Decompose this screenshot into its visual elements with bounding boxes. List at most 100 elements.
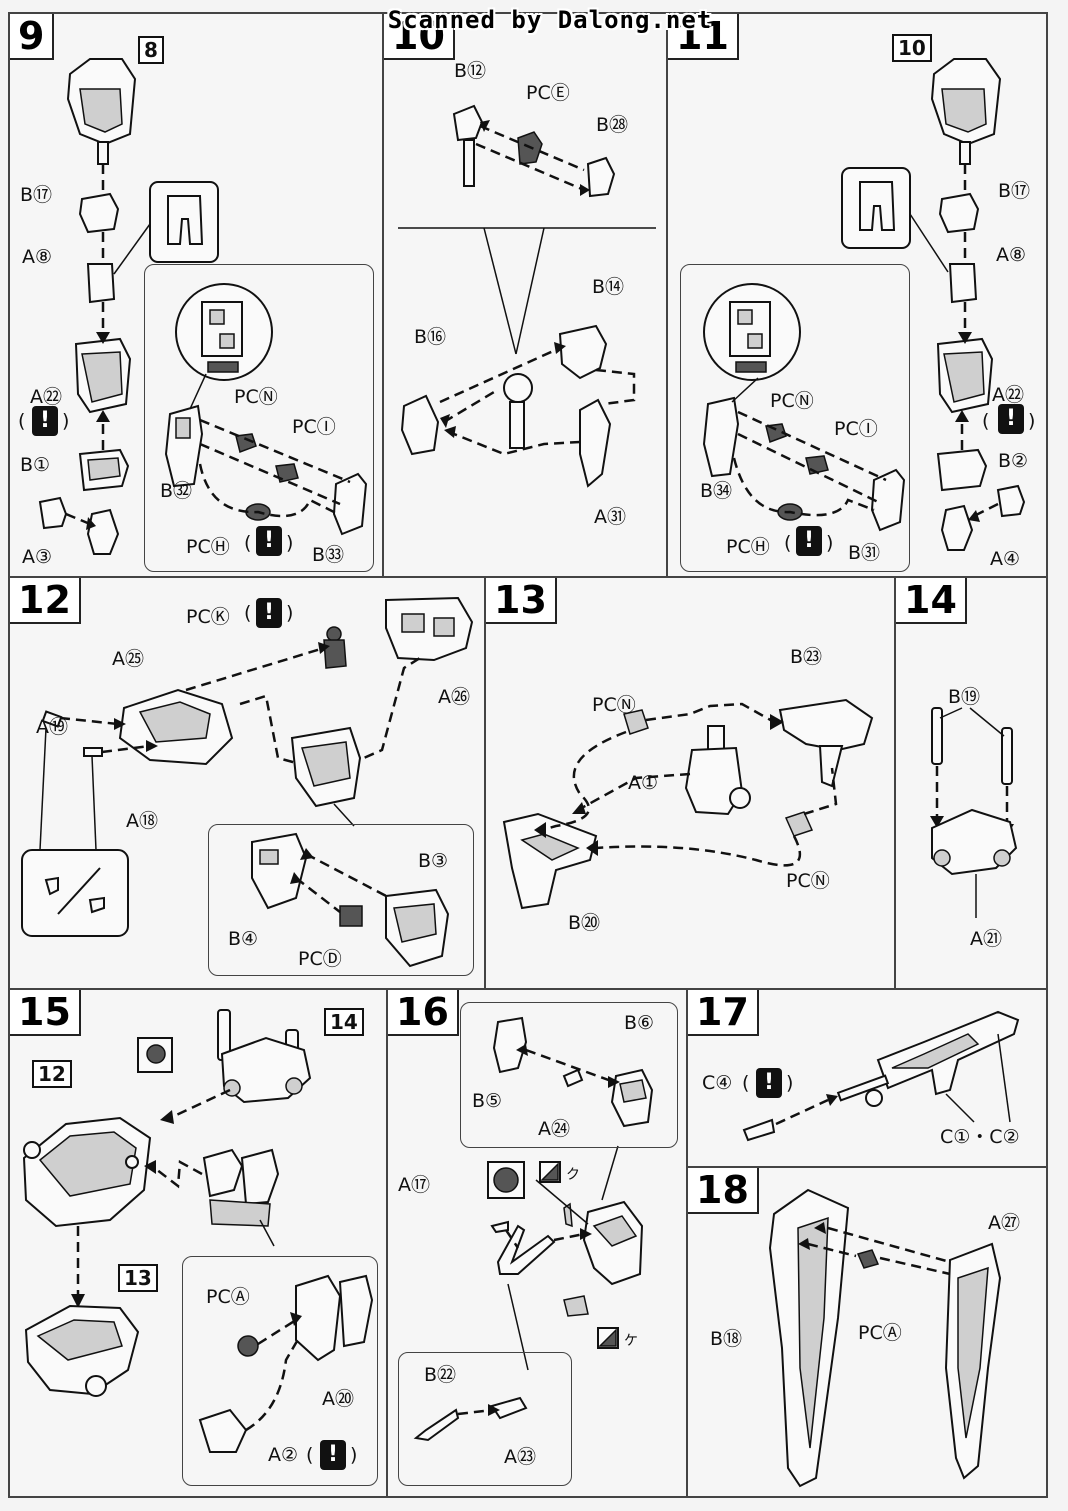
label-pck: PCⓀ (186, 606, 230, 628)
label-a18: A⑱ (126, 810, 158, 832)
paren-close: ) (286, 602, 294, 624)
step-16-bottom-detail-frame (398, 1352, 572, 1486)
label-b23: B㉓ (790, 646, 823, 668)
label-pci: PCⒾ (834, 418, 878, 440)
label-b31: B㉛ (848, 542, 881, 564)
step-15-detail-frame (182, 1256, 378, 1486)
step-16-top-detail-frame (460, 1002, 678, 1148)
label-pca: PCⒶ (858, 1322, 902, 1344)
label-a4: A④ (990, 548, 1021, 570)
torso-waist-combination-drawing (22, 1009, 374, 1453)
label-pcn: PCⓃ (234, 386, 278, 408)
step-9-detail-frame (144, 264, 374, 572)
label-b12: B⑫ (454, 60, 487, 82)
label-a20: A⑳ (322, 1388, 354, 1410)
step-14-panel: 14 B⑲ A㉑ (894, 576, 1048, 990)
label-pcn: PCⓃ (770, 390, 814, 412)
step-number: 18 (688, 1168, 759, 1214)
label-a27: A㉗ (988, 1212, 1020, 1234)
label-a21: A㉑ (970, 928, 1002, 950)
hip-peg-assembly-drawing (930, 707, 1018, 918)
label-pce: PCⒺ (526, 82, 570, 104)
step-12-panel: 12 (8, 576, 486, 990)
step-17-panel: 17 C④ ( ! ) C①・C② (686, 988, 1048, 1168)
paren-close: ) (826, 532, 834, 554)
label-b2: B② (998, 450, 1029, 472)
label-a22: A㉒ (992, 384, 1024, 406)
label-a17: A⑰ (398, 1174, 430, 1196)
step-number: 13 (486, 578, 557, 624)
label-a25: A㉕ (112, 648, 144, 670)
label-a3: A③ (22, 546, 53, 568)
step-number: 15 (10, 990, 81, 1036)
paren-open: ( (244, 602, 252, 624)
step-9-panel: 9 8 (8, 12, 384, 578)
label-pca: PCⒶ (206, 1286, 250, 1308)
label-b14: B⑭ (592, 276, 625, 298)
step-number: 16 (388, 990, 459, 1036)
caution-icon: ! (320, 1440, 346, 1470)
label-pcd: PCⒹ (298, 948, 342, 970)
step-13-panel: 13 B㉓ PCⓃ (484, 576, 896, 990)
label-b33: B㉝ (312, 544, 345, 566)
watermark: Scanned by Dalong.net (387, 6, 713, 34)
reference-step-box: 10 (892, 34, 932, 62)
label-a8: A⑧ (22, 246, 53, 268)
step-10-panel: 10 (382, 12, 668, 578)
paren-close: ) (786, 1072, 794, 1094)
head-assembly-mirror-drawing (702, 58, 1026, 551)
caution-icon: ! (256, 526, 282, 556)
step-16-panel: 16 (386, 988, 688, 1498)
label-b3: B③ (418, 850, 449, 872)
reference-step-box-12: 12 (32, 1060, 72, 1088)
reference-step-box-14: 14 (324, 1008, 364, 1036)
label-c1-c2: C①・C② (940, 1126, 1020, 1148)
label-ke: ケ (624, 1333, 638, 1349)
label-a1: A① (628, 772, 659, 794)
label-a31: A㉛ (594, 506, 626, 528)
step-number: 12 (10, 578, 81, 624)
label-pch: PCⒽ (726, 536, 770, 558)
label-ku: ク (566, 1167, 580, 1183)
paren-close: ) (62, 410, 70, 432)
step-11-detail-frame (680, 264, 910, 572)
label-pci: PCⒾ (292, 416, 336, 438)
label-a19: A⑲ (36, 716, 68, 738)
beam-rifle-drawing (742, 1010, 1020, 1142)
paren-close: ) (1028, 410, 1036, 432)
paren-open: ( (244, 532, 252, 554)
step-11-panel: 11 10 (666, 12, 1048, 578)
label-pcn-top: PCⓃ (592, 694, 636, 716)
head-details-drawing (413, 1016, 654, 1442)
reference-step-box-13: 13 (118, 1264, 158, 1292)
paren-open: ( (306, 1444, 314, 1466)
paren-open: ( (742, 1072, 750, 1094)
label-b28: B㉘ (596, 114, 629, 136)
label-b5: B⑤ (472, 1090, 503, 1112)
label-b1: B① (20, 454, 51, 476)
label-a24: A㉔ (538, 1118, 570, 1140)
label-a26: A㉖ (438, 686, 470, 708)
shoulder-assembly-drawing (398, 104, 656, 488)
step-number: 11 (668, 14, 739, 60)
step-number: 10 (384, 14, 455, 60)
step-15-panel: 15 14 12 13 (8, 988, 388, 1498)
caution-icon: ! (756, 1068, 782, 1098)
label-b17: B⑰ (20, 184, 53, 206)
head-assembly-drawing (38, 58, 368, 555)
label-a22: A㉒ (30, 386, 62, 408)
label-a23: A㉓ (504, 1446, 536, 1468)
label-b6: B⑥ (624, 1012, 655, 1034)
paren-close: ) (286, 532, 294, 554)
step-number: 9 (10, 14, 55, 60)
label-b32: B㉜ (160, 480, 193, 502)
step-12-detail-frame (208, 824, 474, 976)
label-b16: B⑯ (414, 326, 447, 348)
label-b22: B㉒ (424, 1364, 457, 1386)
paren-open: ( (18, 410, 26, 432)
hip-joint-assembly-drawing (502, 698, 874, 910)
label-b19: B⑲ (948, 686, 981, 708)
step-18-panel: 18 A㉗ B⑱ PCⒶ (686, 1166, 1048, 1498)
label-pch: PCⒽ (186, 536, 230, 558)
